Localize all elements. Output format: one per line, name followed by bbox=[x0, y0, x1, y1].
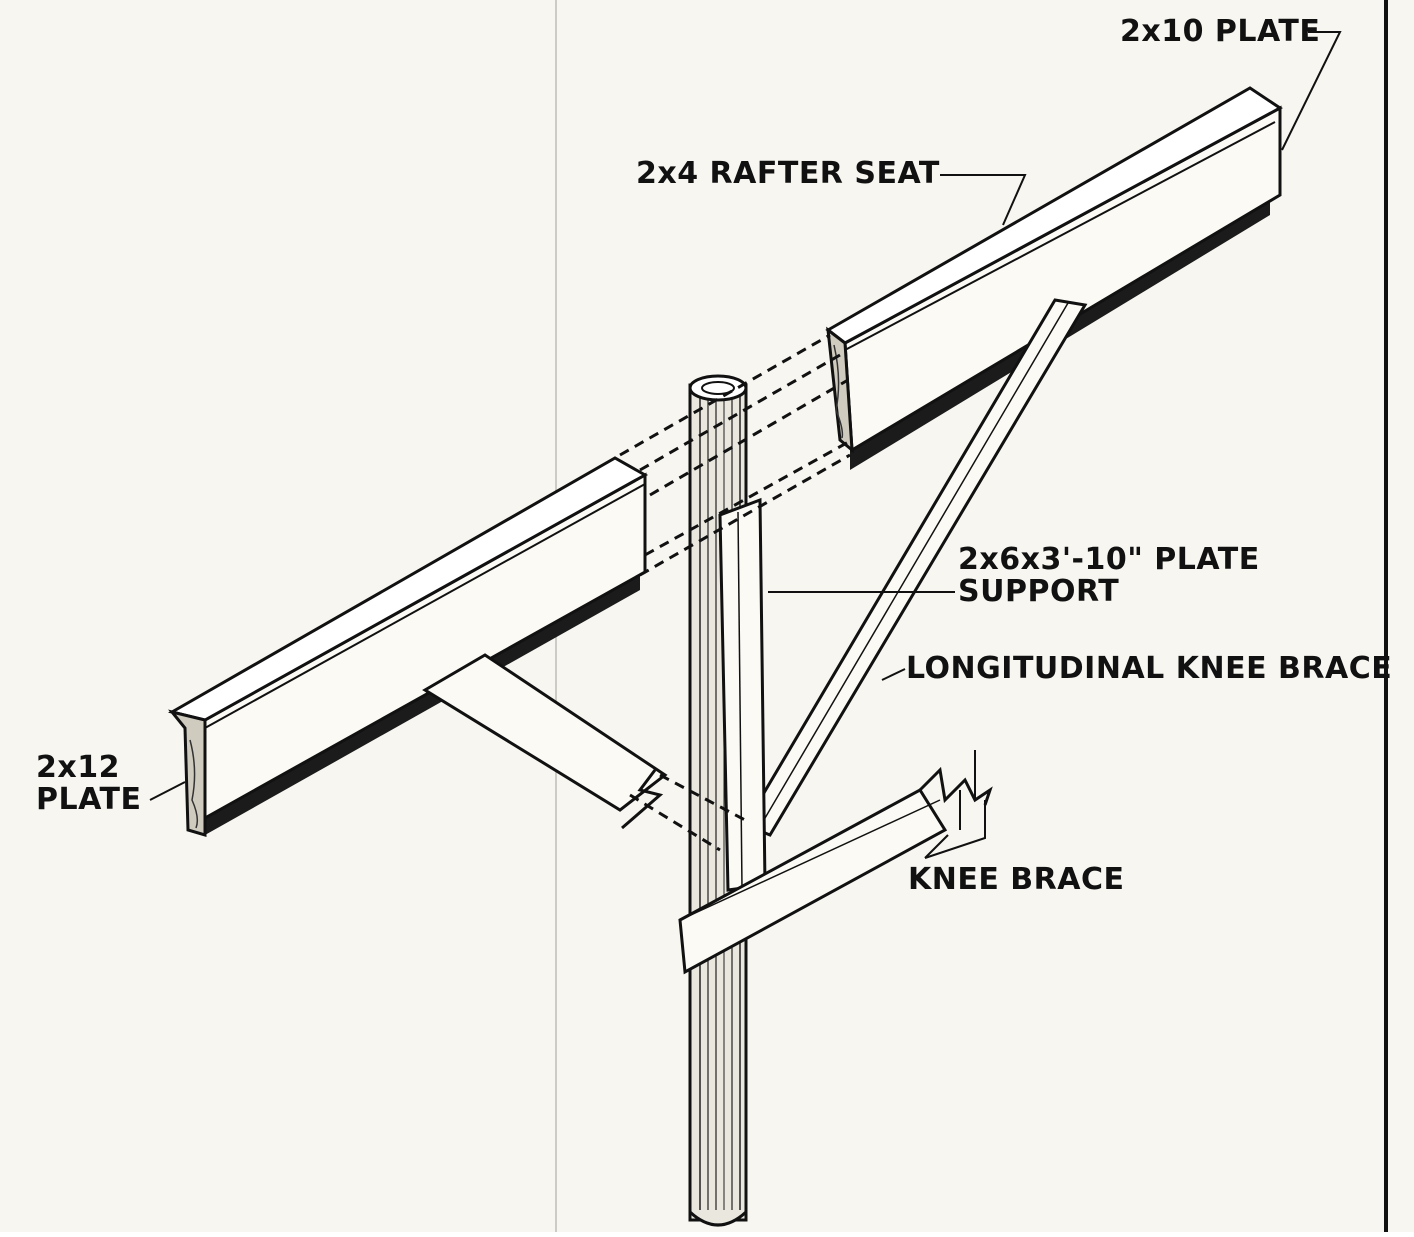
plate-2x12 bbox=[167, 456, 649, 838]
knee-brace bbox=[678, 750, 993, 975]
label-leaders bbox=[149, 31, 1342, 859]
longitudinal-knee-brace bbox=[742, 298, 1088, 837]
transverse-knee-brace bbox=[422, 653, 668, 830]
plate-support bbox=[718, 497, 767, 892]
plate-2x10 bbox=[825, 86, 1283, 470]
rafter-seat-leader bbox=[940, 174, 1027, 226]
dashed-projection-lines bbox=[619, 333, 853, 852]
